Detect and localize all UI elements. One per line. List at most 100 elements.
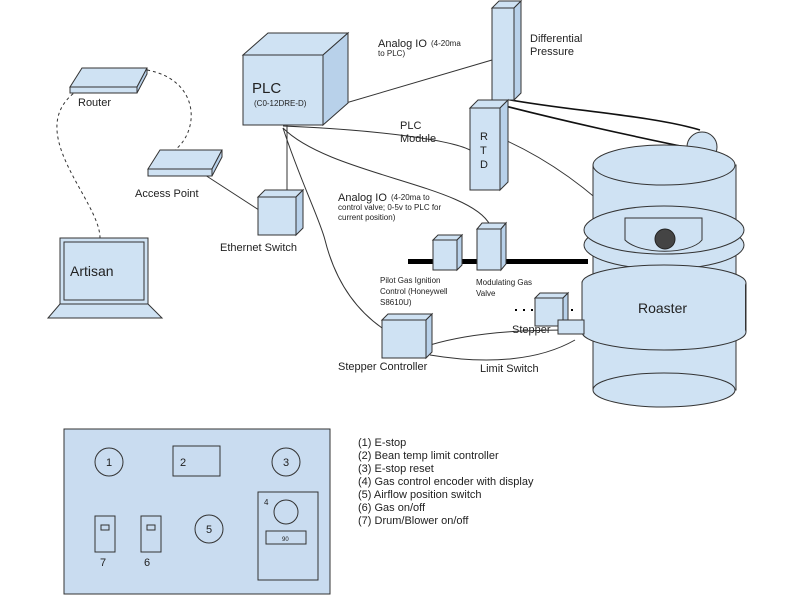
stepper-coupling <box>557 319 585 335</box>
analog-io-mid-label: Analog IO <box>338 192 387 204</box>
plc-side <box>322 31 349 127</box>
ethernet-switch: Ethernet Switch <box>220 188 305 254</box>
dp-front <box>491 7 515 101</box>
differential-pressure-label-1: Differential <box>530 33 582 45</box>
switch-top <box>256 189 305 198</box>
router-to-artisan-dashed-link <box>56 89 101 239</box>
router-side <box>136 67 148 94</box>
legend-item-4: (4) Gas control encoder with display <box>358 476 534 488</box>
plc-title: PLC <box>252 80 281 97</box>
artisan-screen-inner <box>63 241 145 301</box>
panel-item-4-number: 4 <box>264 498 269 507</box>
rtd-letter-d: D <box>480 159 488 171</box>
panel-drum-blower-switch <box>94 515 116 553</box>
plc-to-stepper-controller-link <box>282 127 386 331</box>
router-top <box>69 67 148 88</box>
controller-top <box>380 313 434 321</box>
valve-side <box>500 221 507 272</box>
panel-encoder-display-value: 90 <box>282 537 289 543</box>
access-point-label: Access Point <box>135 188 199 200</box>
pilot-side <box>456 233 463 272</box>
plc-front <box>242 54 324 126</box>
plc-module-label-2: Module <box>400 133 436 145</box>
plc-model: (C0-12DRE-D) <box>254 99 307 108</box>
legend-item-3: (3) E-stop reset <box>358 463 434 475</box>
rtd-letter-r: R <box>480 131 488 143</box>
plc: PLC (C0-12DRE-D) <box>241 31 350 127</box>
panel-encoder-display <box>265 530 307 545</box>
analog-io-top-note-2: to PLC) <box>378 49 405 58</box>
switch-front <box>257 196 297 236</box>
controller-to-stepper-link <box>429 329 576 346</box>
modulating-gas-valve: Modulating Gas Valve <box>475 221 532 298</box>
controller-side <box>425 312 433 360</box>
modulating-label-2: Valve <box>476 289 496 298</box>
router-to-access-point-dashed-link <box>146 69 192 151</box>
pilot-label-3: S8610U) <box>380 298 412 307</box>
pilot-gas-ignition-control: Pilot Gas Ignition Control (Honeywell S8… <box>380 233 464 307</box>
pilot-label-1: Pilot Gas Ignition <box>380 276 440 285</box>
roaster-bottom-rim <box>592 372 736 408</box>
panel-estop-button <box>94 447 124 477</box>
dp-side <box>513 0 522 102</box>
controller-front <box>381 319 427 359</box>
roaster-drum-mask <box>582 283 745 332</box>
stepper-controller-label: Stepper Controller <box>338 361 428 373</box>
differential-pressure-sensor: Differential Pressure <box>490 0 582 102</box>
artisan-label: Artisan <box>70 263 114 279</box>
plc-to-differential-pressure-link <box>321 59 493 111</box>
access-point-to-switch-link <box>204 174 263 213</box>
controller-to-limit-switch-link <box>429 339 576 361</box>
panel-airflow-switch <box>194 514 224 544</box>
legend-item-7: (7) Drum/Blower on/off <box>358 515 469 527</box>
router-front <box>69 86 138 94</box>
plc-to-rtd-link <box>282 125 471 151</box>
pilot-front <box>432 239 458 271</box>
roaster-label: Roaster <box>638 300 687 316</box>
panel-drum-blower-toggle <box>100 524 110 531</box>
panel-item-5-number: 5 <box>206 524 212 536</box>
router: Router <box>69 67 148 109</box>
rtd-side <box>499 98 509 192</box>
analog-io-mid-note-1: (4-20ma to <box>391 193 430 202</box>
roaster-bean-icon <box>654 228 676 250</box>
access-point-front <box>147 168 213 177</box>
plc-module-label-1: PLC <box>400 120 421 132</box>
differential-pressure-label-2: Pressure <box>530 46 574 58</box>
panel-gas-toggle <box>146 524 156 531</box>
panel-item-6-number: 6 <box>144 557 150 569</box>
rtd-letter-t: T <box>480 145 487 157</box>
rtd-sensor: R T D <box>468 98 510 192</box>
modulating-label-1: Modulating Gas <box>476 278 532 287</box>
legend-item-2: (2) Bean temp limit controller <box>358 450 499 462</box>
access-point: Access Point <box>135 149 223 200</box>
switch-side <box>295 188 304 237</box>
panel-bean-temp-controller <box>172 445 221 477</box>
plc-to-modulating-valve-link <box>282 127 491 226</box>
access-point-top <box>147 149 223 170</box>
panel-item-3-number: 3 <box>283 457 289 469</box>
panel-item-7-number: 7 <box>100 557 106 569</box>
ethernet-switch-label: Ethernet Switch <box>220 242 297 254</box>
roaster: Roaster <box>581 131 747 408</box>
legend-item-6: (6) Gas on/off <box>358 502 426 514</box>
panel-gas-switch <box>140 515 162 553</box>
access-point-side <box>211 149 223 177</box>
panel-legend: (1) E-stop (2) Bean temp limit controlle… <box>358 437 534 527</box>
valve-front <box>476 228 502 271</box>
control-panel: 1 2 3 4 90 5 7 6 <box>63 428 331 595</box>
analog-io-mid-note-2: control valve; 0-5v to PLC for <box>338 203 441 212</box>
panel-encoder-knob <box>273 499 299 525</box>
panel-item-2-number: 2 <box>180 457 186 469</box>
analog-io-top-note-1: (4-20ma <box>431 39 461 48</box>
rtd-front <box>469 107 501 191</box>
panel-estop-reset-button <box>271 447 301 477</box>
analog-io-top-label: Analog IO <box>378 38 427 50</box>
differential-pressure-to-roaster-line <box>499 97 701 131</box>
artisan-keyboard <box>46 303 164 319</box>
limit-switch-label: Limit Switch <box>480 363 539 375</box>
roaster-top-rim <box>592 144 736 186</box>
legend-item-1: (1) E-stop <box>358 437 406 449</box>
legend-item-5: (5) Airflow position switch <box>358 489 482 501</box>
